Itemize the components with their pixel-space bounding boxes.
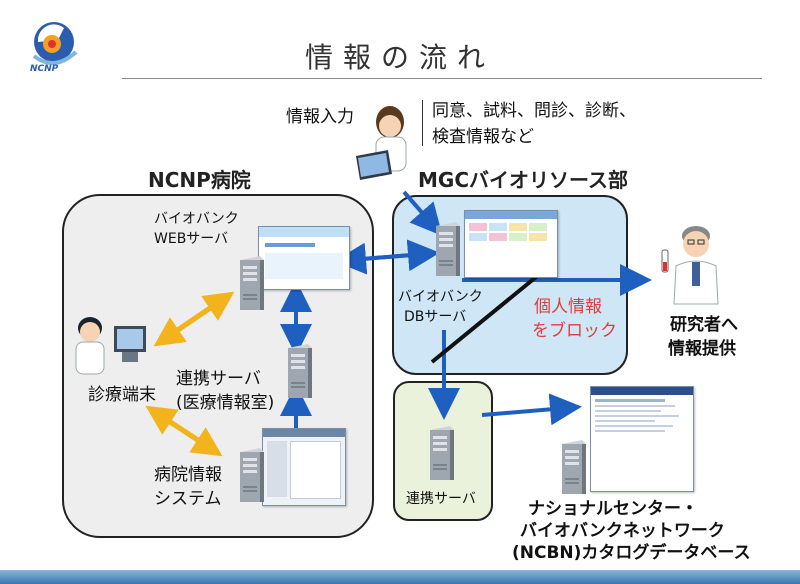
db-server-screen bbox=[464, 210, 558, 278]
web-server-screen bbox=[258, 226, 350, 290]
hospital-title: NCNP病院 bbox=[148, 168, 251, 192]
ncbn-label-line2: バイオバンクネットワーク bbox=[520, 521, 725, 541]
page-title: 情報の流れ bbox=[304, 41, 495, 74]
renkei-server-icon bbox=[426, 424, 456, 482]
info-input-label: 情報入力 bbox=[286, 107, 354, 127]
input-arrow bbox=[402, 190, 443, 237]
doctor-at-computer-icon bbox=[75, 317, 146, 375]
linkage-server-label-line1: 連携サーバ bbox=[176, 369, 261, 389]
his-label-line1: 病院情報 bbox=[154, 465, 222, 485]
block-slash bbox=[430, 262, 554, 364]
ncnp-logo: NCNP bbox=[24, 12, 88, 78]
mgc-title: MGCバイオリソース部 bbox=[418, 168, 628, 192]
ncbn-label-line1: ナショナルセンター・ bbox=[528, 499, 698, 519]
ncbn-label-line3: (NCBN)カタログデータベース bbox=[512, 543, 751, 563]
researcher-icon bbox=[661, 226, 719, 305]
researcher-label-line1: 研究者へ bbox=[670, 315, 738, 335]
ncnp-logo-icon bbox=[32, 22, 78, 65]
logo-text: NCNP bbox=[30, 64, 59, 74]
info-items-line1: 同意、試料、問診、診断、 bbox=[432, 101, 636, 121]
block-label-line1: 個人情報 bbox=[534, 297, 602, 317]
input-person bbox=[350, 104, 420, 184]
web-db-arrow-left bbox=[334, 242, 425, 275]
terminal-his-arrow-b bbox=[145, 405, 212, 451]
db-server-label-line2: DBサーバ bbox=[404, 309, 467, 325]
nurse-with-laptop-icon bbox=[356, 106, 407, 180]
terminal-person bbox=[70, 312, 150, 382]
web-server-label-line1: バイオバンク bbox=[154, 211, 239, 227]
terminal-web-arrow-b bbox=[153, 297, 224, 347]
his-label-line2: システム bbox=[154, 489, 222, 509]
terminal-label: 診療端末 bbox=[88, 385, 156, 405]
ncbn-server-icon bbox=[558, 438, 588, 496]
renkei-label: 連携サーバ bbox=[406, 491, 476, 507]
db-server-icon bbox=[432, 220, 462, 278]
his-server-icon bbox=[236, 446, 266, 504]
info-items-bracket bbox=[422, 100, 429, 146]
researcher-figure bbox=[648, 216, 738, 306]
title-divider bbox=[122, 78, 762, 79]
renkei-ncbn-arrow bbox=[481, 393, 582, 426]
info-items-line2: 検査情報など bbox=[432, 127, 534, 147]
footer-band bbox=[0, 570, 800, 584]
linkage-server-icon bbox=[284, 342, 314, 400]
web-server-icon bbox=[236, 254, 266, 312]
db-server-label-line1: バイオバンク bbox=[398, 289, 483, 305]
block-label-line2: をブロック bbox=[532, 321, 617, 341]
web-server-label-line2: WEBサーバ bbox=[154, 231, 229, 247]
his-screen bbox=[262, 428, 346, 506]
researcher-label-line2: 情報提供 bbox=[668, 339, 736, 359]
ncbn-screen bbox=[590, 386, 694, 492]
linkage-server-label-line2: (医療情報室) bbox=[176, 393, 275, 413]
